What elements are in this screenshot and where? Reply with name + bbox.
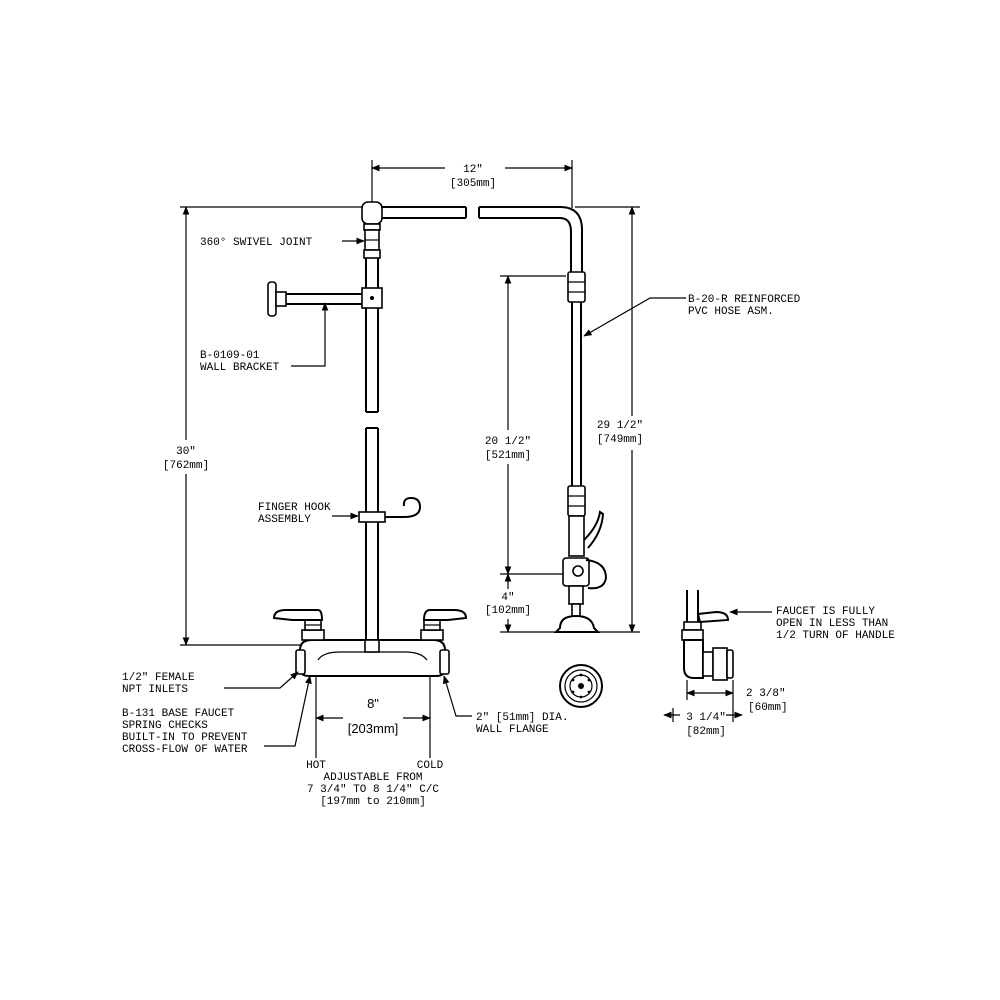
hose-assembly [478,206,586,517]
dim-8: 8" [203mm] [315,676,431,752]
spray-valve [553,510,608,633]
faucet-open-line-2: OPEN IN LESS THAN [776,618,888,630]
adjustable-line-1: ADJUSTABLE FROM [323,772,422,784]
dim-8-label: 8" [367,696,379,711]
finger-hook [358,496,422,523]
dim-4: 4" [102mm] [479,573,556,633]
base-line-1: B-131 BASE FAUCET [122,708,235,720]
base-line-2: SPRING CHECKS [122,720,208,732]
callout-finger-hook: FINGER HOOK ASSEMBLY [258,502,359,526]
dim-20-half: 20 1/2" [521mm] [475,275,566,575]
wall-bracket [267,281,383,317]
faucet-open-line-3: 1/2 TURN OF HANDLE [776,630,895,642]
flange-line-1: 2" [51mm] DIA. [476,712,568,724]
npt-line-2: NPT INLETS [122,684,188,696]
dim-2-3-8-label: 2 3/8" [746,688,786,700]
dim-30-label: 30" [176,446,196,458]
faucet-open-line-1: FAUCET IS FULLY [776,606,875,618]
base-line-3: BUILT-IN TO PREVENT [122,732,248,744]
dim-4-mm: [102mm] [485,605,531,617]
hot-label: HOT [306,760,326,772]
callout-faucet-open: FAUCET IS FULLY OPEN IN LESS THAN 1/2 TU… [729,606,895,642]
swivel-label: 360° SWIVEL JOINT [200,237,313,249]
hose-line-1: B-20-R REINFORCED [688,294,801,306]
base-faucet [272,609,468,677]
dim-3-1-4-label: 3 1/4" [686,712,726,724]
dim-4-label: 4" [501,592,514,604]
dim-8-mm: [203mm] [348,721,399,736]
callout-hot-cold: HOT COLD [306,752,444,772]
callout-adjustable: ADJUSTABLE FROM 7 3/4" TO 8 1/4" C/C [19… [307,772,439,808]
side-view-faucet [681,590,734,681]
flange-line-2: WALL FLANGE [476,724,549,736]
dim-30-mm: [762mm] [163,460,209,472]
hose-line-2: PVC HOSE ASM. [688,306,774,318]
callout-wall-flange: 2" [51mm] DIA. WALL FLANGE [442,675,568,736]
callout-base-faucet: B-131 BASE FAUCET SPRING CHECKS BUILT-IN… [122,675,312,756]
adjustable-line-2: 7 3/4" TO 8 1/4" C/C [307,784,439,796]
npt-line-1: 1/2" FEMALE [122,672,195,684]
dim-3-1-4-mm: [82mm] [686,726,726,738]
hook-line-1: FINGER HOOK [258,502,331,514]
adjustable-line-3: [197mm to 210mm] [320,796,426,808]
spray-face-view [559,664,603,708]
dim-3-1-4: 3 1/4" [82mm] [663,700,743,738]
dim-29-half-mm: [749mm] [597,434,643,446]
dim-12-label: 12" [463,164,483,176]
cold-label: COLD [417,760,444,772]
dim-29-half: 29 1/2" [749mm] [575,206,658,633]
bracket-line-2: WALL BRACKET [200,362,280,374]
riser-assembly [361,201,467,645]
dim-12: 12" [305mm] [371,160,573,208]
dim-20-half-mm: [521mm] [485,450,531,462]
callout-swivel-joint: 360° SWIVEL JOINT [200,237,365,249]
dim-20-half-label: 20 1/2" [485,436,531,448]
dim-2-3-8: 2 3/8" [60mm] [686,680,788,714]
dim-29-half-label: 29 1/2" [597,420,643,432]
callout-hose: B-20-R REINFORCED PVC HOSE ASM. [583,294,801,337]
dim-2-3-8-mm: [60mm] [748,702,788,714]
callout-wall-bracket: B-0109-01 WALL BRACKET [200,302,329,374]
hook-line-2: ASSEMBLY [258,514,311,526]
dim-12-mm: [305mm] [450,178,496,190]
dim-30: 30" [762mm] [156,206,362,646]
callout-npt-inlets: 1/2" FEMALE NPT INLETS [122,671,299,696]
bracket-line-1: B-0109-01 [200,350,260,362]
base-line-4: CROSS-FLOW OF WATER [122,744,248,756]
